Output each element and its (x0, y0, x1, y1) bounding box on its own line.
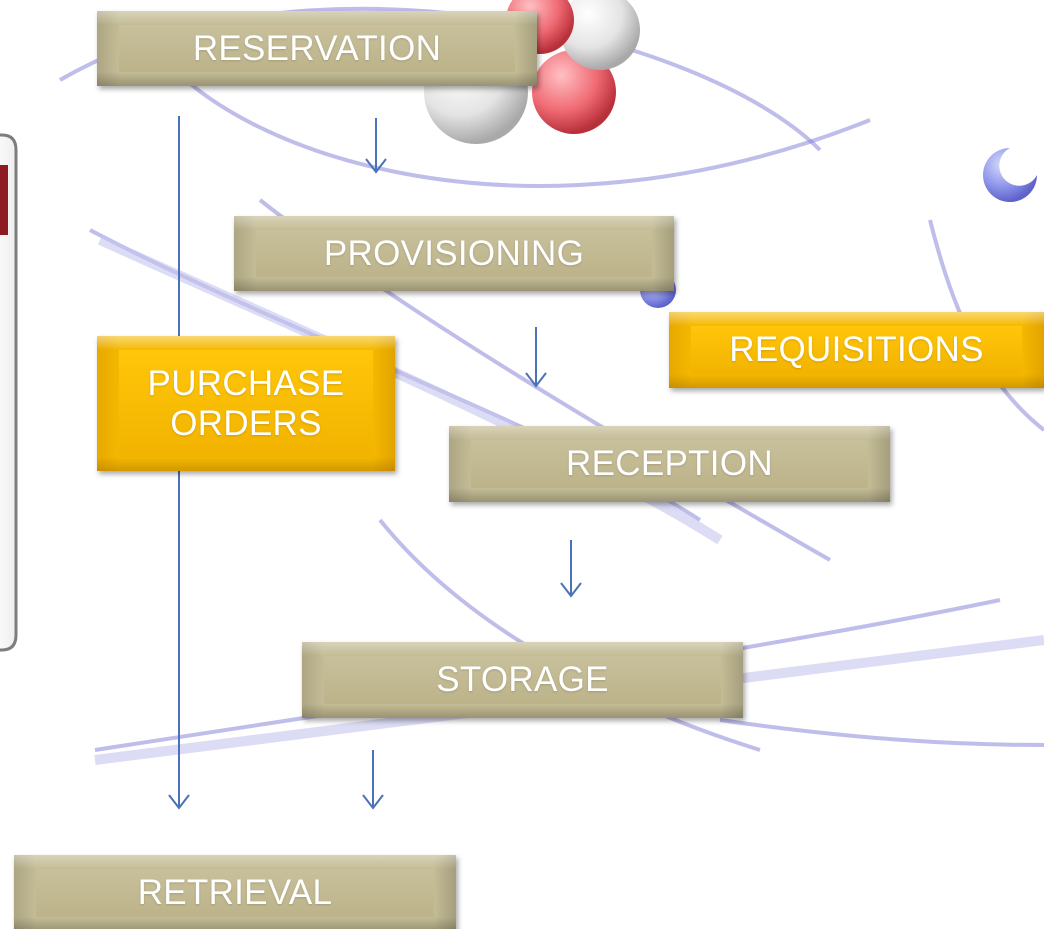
node-reservation-label: RESERVATION (192, 28, 442, 68)
node-requisitions: REQUISITIONS (669, 312, 1044, 388)
node-retrieval-label: RETRIEVAL (137, 873, 333, 913)
arrow-reservation-to-provisioning (365, 118, 387, 174)
arrow-storage-to-retrieval (362, 750, 384, 810)
node-reservation: RESERVATION (97, 11, 537, 86)
node-purchase-orders: PURCHASE ORDERS (97, 336, 395, 471)
node-storage: STORAGE (302, 642, 743, 718)
arrow-provisioning-to-reception (525, 327, 547, 388)
node-retrieval: RETRIEVAL (14, 855, 456, 929)
node-storage-label: STORAGE (436, 660, 609, 700)
node-purchase-orders-label: PURCHASE ORDERS (147, 364, 345, 443)
arrow-reception-to-storage (560, 540, 582, 598)
node-provisioning-label: PROVISIONING (323, 233, 585, 273)
node-provisioning: PROVISIONING (234, 216, 674, 291)
node-requisitions-label: REQUISITIONS (729, 330, 984, 370)
node-reception: RECEPTION (449, 426, 890, 502)
node-reception-label: RECEPTION (566, 444, 773, 484)
